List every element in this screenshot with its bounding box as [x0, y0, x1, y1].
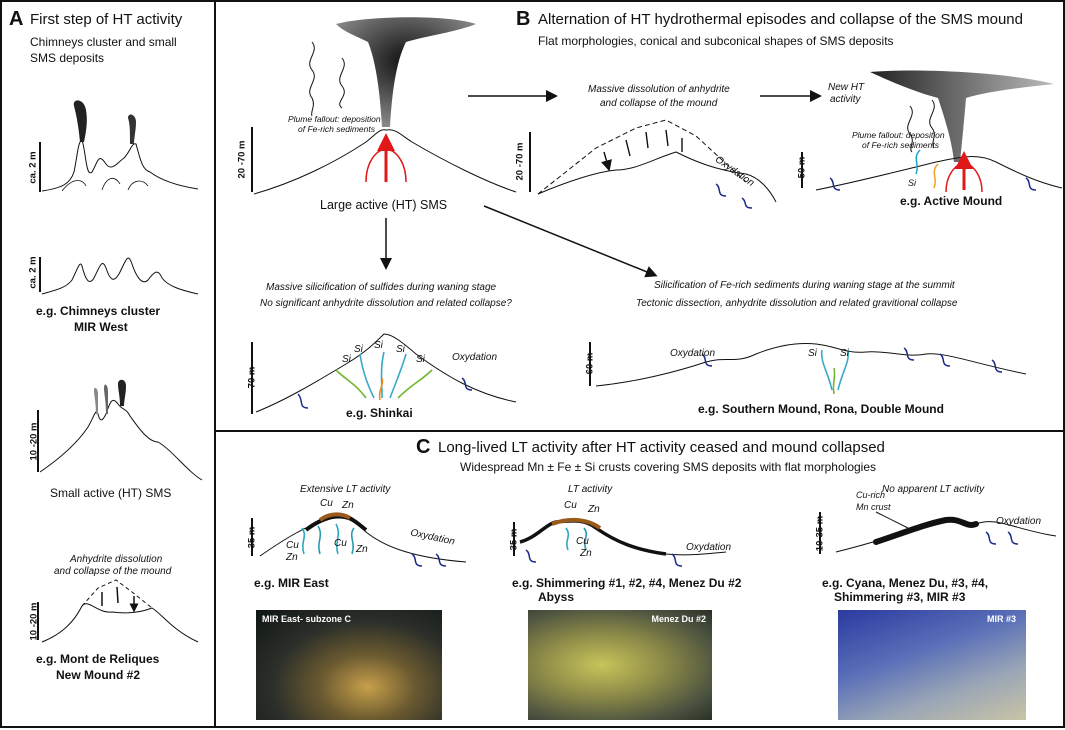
dissolution-1: Massive dissolution of anhydrite — [588, 84, 730, 95]
eg-southern-mound: e.g. Southern Mound, Rona, Double Mound — [698, 402, 944, 416]
oxydation-b3: Oxydation — [670, 348, 716, 359]
chimney-cluster-drawing — [37, 100, 203, 643]
new-ht-1: New HT — [828, 82, 865, 93]
panel-a-title: First step of HT activity — [30, 11, 183, 28]
photo-mir-east-label: MIR East- subzone C — [262, 614, 352, 624]
panel-c-letter: C — [416, 436, 431, 458]
plume-fallout-2: of Fe-rich sediments — [298, 124, 375, 134]
silicification-2: No significant anhydrite dissolution and… — [260, 298, 512, 309]
scale-b-active: 50 m — [796, 156, 808, 179]
zn-label-3: Zn — [356, 544, 368, 555]
panel-b: B Alternation of HT hydrothermal episode… — [214, 0, 1065, 432]
eg-mir-east: e.g. MIR East — [254, 576, 329, 590]
scale-a2: ca. 2 m — [27, 256, 39, 289]
oxydation-b2: Oxydation — [452, 352, 498, 363]
silicification-1: Massive silicification of sulfides durin… — [266, 282, 497, 293]
zn-label-2: Zn — [286, 552, 298, 563]
scale-c2: 35 m — [508, 528, 520, 551]
zn-label-1: Zn — [342, 500, 354, 511]
fe-sil-1: Silicification of Fe-rich sediments duri… — [654, 280, 955, 291]
cu-label-3: Cu — [334, 538, 347, 549]
si-label-s5: Si — [416, 354, 425, 365]
panel-c: C Long-lived LT activity after HT activi… — [214, 430, 1065, 728]
scale-b-collapse: 20 -70 m — [514, 142, 526, 181]
lt-activity-label: LT activity — [568, 484, 613, 495]
panel-a: A First step of HT activity Chimneys clu… — [0, 0, 216, 728]
eg-active-mound: e.g. Active Mound — [900, 194, 1003, 208]
photo-menez-du: Menez Du #2 — [528, 610, 712, 720]
si-label-s2: Si — [354, 344, 363, 355]
si-label-s1: Si — [342, 354, 351, 365]
scale-a3: 10 -20 m — [28, 422, 40, 461]
scale-b-southern: 60 m — [584, 352, 596, 375]
scale-b-shinkai: 70 m — [246, 366, 258, 389]
zn-label-5: Zn — [580, 548, 592, 559]
eg-chimneys-cluster-2: MIR West — [74, 320, 128, 334]
scale-c1: 35 m — [246, 526, 258, 549]
si-label-active: Si — [908, 178, 917, 188]
panel-a-letter: A — [9, 8, 24, 30]
cu-label-4: Cu — [564, 500, 577, 511]
fe-sil-2: Tectonic dissection, anhydrite dissoluti… — [636, 298, 958, 309]
oxydation-c2: Oxydation — [686, 542, 732, 553]
scale-c3: 10-35 m — [814, 515, 826, 552]
panel-c-title: Long-lived LT activity after HT activity… — [438, 439, 885, 456]
plume-fallout-1: Plume fallout: deposition — [288, 114, 381, 124]
eg-shimmering-1: e.g. Shimmering #1, #2, #4, Menez Du #2 — [512, 576, 742, 590]
large-sms-label: Large active (HT) SMS — [320, 198, 448, 212]
panel-c-subtitle: Widespread Mn ± Fe ± Si crusts covering … — [460, 460, 877, 474]
plume-fallout-4: of Fe-rich sediments — [862, 140, 939, 150]
panel-b-title: Alternation of HT hydrothermal episodes … — [538, 11, 1023, 28]
panel-a-subtitle-1: Chimneys cluster and small — [30, 35, 177, 49]
panel-b-letter: B — [516, 8, 531, 30]
photo-mir-east: MIR East- subzone C — [256, 610, 442, 720]
eg-cyana-1: e.g. Cyana, Menez Du, #3, #4, — [822, 576, 989, 590]
photo-mir3: MIR #3 — [838, 610, 1026, 720]
panel-a-subtitle-2: SMS deposits — [30, 51, 105, 65]
eg-shinkai: e.g. Shinkai — [346, 406, 413, 420]
eg-shimmering-2: Abyss — [538, 590, 575, 604]
no-lt-label: No apparent LT activity — [882, 484, 985, 495]
anhydrite-label-1: Anhydrite dissolution — [70, 554, 163, 565]
plume-fallout-3: Plume fallout: deposition — [852, 130, 945, 140]
extensive-lt-label: Extensive LT activity — [300, 484, 391, 495]
oxydation-c3: Oxydation — [996, 516, 1042, 527]
zn-label-4: Zn — [588, 504, 600, 515]
eg-mont-de-reliques-2: New Mound #2 — [56, 668, 141, 682]
si-label-sm2: Si — [840, 348, 849, 359]
cu-label-5: Cu — [576, 536, 589, 547]
si-label-s4: Si — [396, 344, 405, 355]
new-ht-2: activity — [830, 94, 861, 105]
panel-b-drawings — [251, 17, 1063, 414]
cu-label-2: Cu — [286, 540, 299, 551]
scale-b-main: 20 -70 m — [236, 140, 248, 179]
dissolution-2: and collapse of the mound — [600, 98, 718, 109]
scale-a1: ca. 2 m — [27, 151, 39, 184]
cu-rich-1: Cu-rich — [856, 490, 886, 500]
small-sms-label: Small active (HT) SMS — [50, 486, 172, 500]
photo-mir3-label: MIR #3 — [986, 614, 1016, 624]
si-label-sm1: Si — [808, 348, 817, 359]
eg-cyana-2: Shimmering #3, MIR #3 — [834, 590, 966, 604]
cu-label-1: Cu — [320, 498, 333, 509]
panel-b-subtitle: Flat morphologies, conical and subconica… — [538, 34, 894, 48]
anhydrite-label-2: and collapse of the mound — [54, 566, 172, 577]
photo-menez-du-label: Menez Du #2 — [651, 614, 706, 624]
scale-a4: 10 -20 m — [28, 602, 40, 641]
cu-rich-2: Mn crust — [856, 502, 891, 512]
eg-mont-de-reliques-1: e.g. Mont de Reliques — [36, 652, 160, 666]
eg-chimneys-cluster-1: e.g. Chimneys cluster — [36, 304, 161, 318]
si-label-s3: Si — [374, 340, 383, 351]
panel-c-drawings — [251, 511, 1057, 567]
